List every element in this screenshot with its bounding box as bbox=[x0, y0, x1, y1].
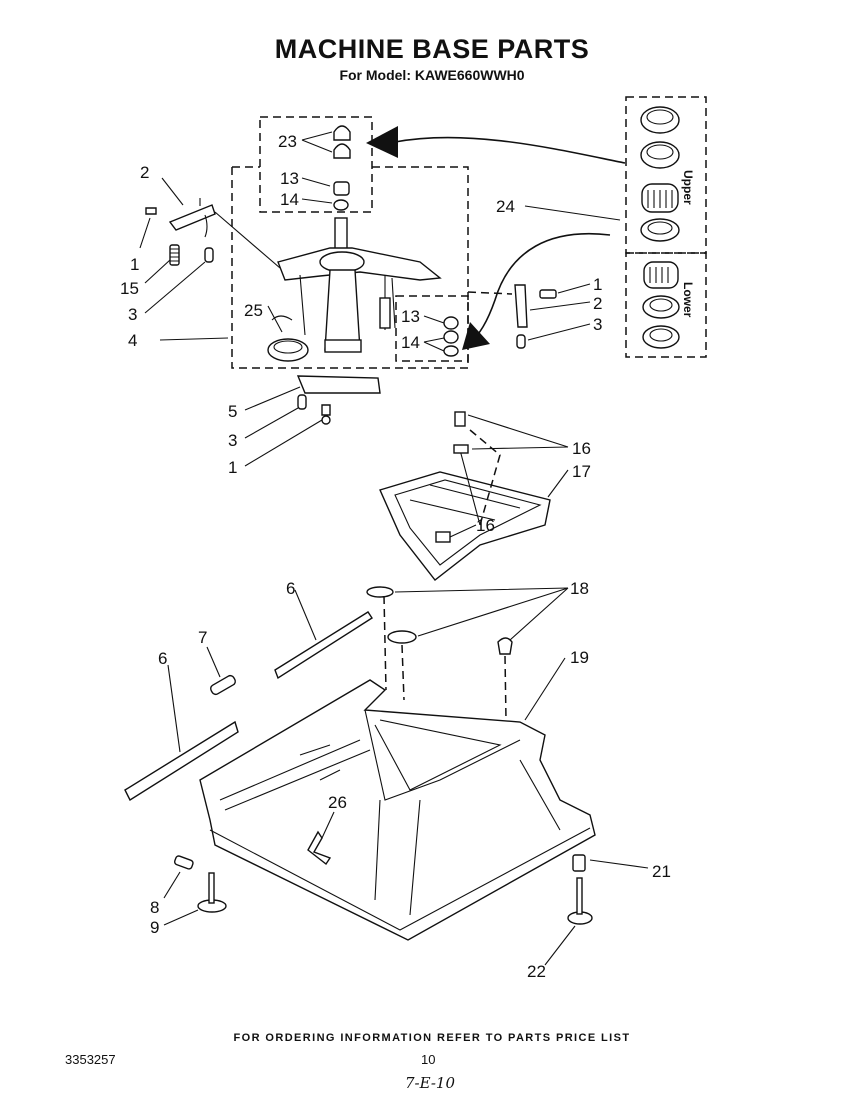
callout-13-right: 13 bbox=[401, 307, 420, 326]
arrow-upper-bearings bbox=[394, 136, 626, 164]
callout-9: 9 bbox=[150, 918, 159, 937]
callout-15: 15 bbox=[120, 279, 139, 298]
callout-16-lower: 16 bbox=[476, 516, 495, 535]
callout-14-right: 14 bbox=[401, 333, 420, 352]
tub-support-frame bbox=[379, 411, 551, 581]
callout-24: 24 bbox=[496, 197, 515, 216]
group-box-bushings-top bbox=[259, 116, 373, 213]
callout-23: 23 bbox=[278, 132, 297, 151]
callout-1-lower: 1 bbox=[228, 458, 237, 477]
label-upper: Upper bbox=[681, 170, 695, 205]
foot-right bbox=[567, 854, 593, 925]
callout-1-left: 1 bbox=[130, 255, 139, 274]
bushings-right bbox=[443, 316, 459, 357]
model-line: For Model: KAWE660WWH0 bbox=[339, 67, 525, 83]
seal-25 bbox=[267, 315, 309, 362]
pads-18 bbox=[366, 586, 513, 721]
group-box-bushings-right bbox=[395, 295, 469, 362]
arrow-upper-head bbox=[366, 126, 398, 158]
callout-3-right: 3 bbox=[593, 315, 602, 334]
callout-3-left: 3 bbox=[128, 305, 137, 324]
lower-bearings bbox=[642, 261, 680, 349]
bearing-panel-lower bbox=[625, 252, 707, 358]
handwritten-note: 7-E-10 bbox=[405, 1074, 455, 1092]
right-bracket-group bbox=[467, 284, 557, 349]
foot-left bbox=[173, 855, 227, 913]
callout-14-top: 14 bbox=[280, 190, 299, 209]
callout-17: 17 bbox=[572, 462, 591, 481]
callout-19: 19 bbox=[570, 648, 589, 667]
bushings-top bbox=[333, 125, 351, 211]
clip-26 bbox=[307, 830, 332, 866]
callout-2-left: 2 bbox=[140, 163, 149, 182]
callout-5: 5 bbox=[228, 402, 237, 421]
document-number: 3353257 bbox=[65, 1052, 116, 1067]
callout-25: 25 bbox=[244, 301, 263, 320]
callout-4: 4 bbox=[128, 331, 137, 350]
page-number: 10 bbox=[421, 1052, 436, 1067]
callout-22: 22 bbox=[527, 962, 546, 981]
callout-13-top: 13 bbox=[280, 169, 299, 188]
callout-18: 18 bbox=[570, 579, 589, 598]
callout-6-upper: 6 bbox=[286, 579, 295, 598]
callout-26: 26 bbox=[328, 793, 347, 812]
page-title: MACHINE BASE PARTS bbox=[274, 34, 590, 64]
leader-transmission bbox=[214, 211, 281, 269]
arrow-lower-head bbox=[462, 322, 490, 350]
clip-7 bbox=[210, 674, 236, 696]
callout-6-lower: 6 bbox=[158, 649, 167, 668]
upper-bearings bbox=[640, 106, 680, 242]
callout-21: 21 bbox=[652, 862, 671, 881]
callout-2-right: 2 bbox=[593, 294, 602, 313]
callout-7: 7 bbox=[198, 628, 207, 647]
rail-upper bbox=[274, 611, 373, 680]
ordering-note: FOR ORDERING INFORMATION REFER TO PARTS … bbox=[233, 1032, 631, 1044]
left-bracket-group bbox=[145, 198, 216, 266]
leader-lines bbox=[139, 131, 649, 966]
label-lower: Lower bbox=[681, 282, 695, 318]
machine-base bbox=[199, 679, 596, 941]
transmission-assembly bbox=[277, 217, 442, 353]
lower-bracket-group bbox=[296, 375, 381, 425]
callout-1-right: 1 bbox=[593, 275, 602, 294]
callout-3-lower: 3 bbox=[228, 431, 237, 450]
callout-16-top: 16 bbox=[572, 439, 591, 458]
rail-lower bbox=[124, 720, 239, 802]
callout-8: 8 bbox=[150, 898, 159, 917]
arrow-lower-bearings bbox=[469, 233, 611, 343]
